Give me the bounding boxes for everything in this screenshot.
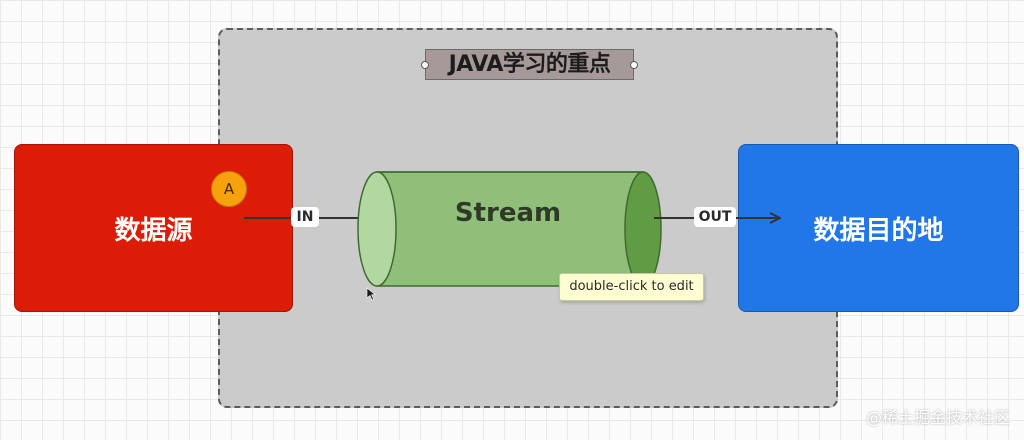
target-node[interactable]: 数据目的地	[738, 144, 1019, 312]
source-node[interactable]: 数据源	[14, 144, 293, 312]
in-edge-label[interactable]: IN	[291, 207, 319, 227]
stream-cylinder-front-cap	[624, 171, 662, 287]
source-node-label: 数据源	[114, 215, 193, 246]
watermark: @稀土掘金技术社区	[865, 408, 1010, 427]
group-title[interactable]: JAVA学习的重点	[425, 49, 634, 80]
stream-cylinder-back-cap	[357, 171, 397, 287]
selection-handle-right[interactable]	[630, 61, 638, 69]
mouse-cursor-icon	[366, 287, 376, 301]
stream-cylinder-body	[376, 171, 644, 287]
selection-handle-left[interactable]	[421, 61, 429, 69]
marker-badge[interactable]: A	[211, 171, 247, 207]
stream-label: Stream	[454, 198, 562, 228]
out-edge-label[interactable]: OUT	[694, 207, 736, 227]
stream-cylinder[interactable]	[357, 171, 662, 287]
edit-tooltip: double-click to edit	[559, 273, 704, 301]
target-node-label: 数据目的地	[813, 215, 944, 246]
